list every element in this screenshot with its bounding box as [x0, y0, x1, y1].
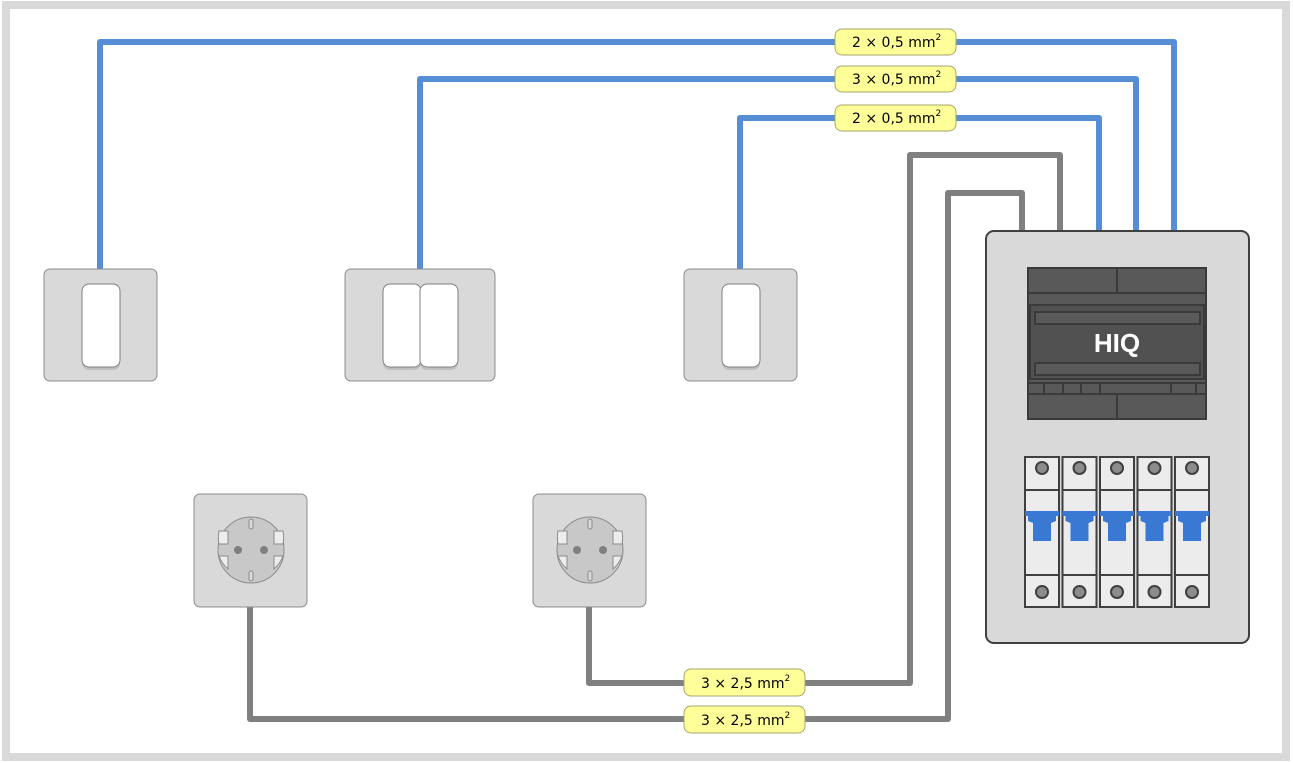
switch-rocker-right[interactable] — [419, 283, 459, 368]
socket-slot-top — [248, 518, 254, 530]
circuit-breaker[interactable] — [1099, 456, 1135, 608]
socket-1[interactable] — [193, 493, 308, 608]
cable-2-wire[interactable] — [417, 76, 1139, 271]
earth-clip-left-bottom — [218, 555, 229, 571]
cable-5-label-box — [683, 705, 806, 734]
breaker-screw-bottom — [1110, 585, 1124, 599]
socket-2[interactable] — [532, 493, 647, 608]
circuit-breaker[interactable] — [1024, 456, 1060, 608]
breaker-toggle[interactable] — [1025, 511, 1059, 541]
distribution-box[interactable]: HIQ — [985, 230, 1250, 644]
socket-pin-left — [234, 546, 242, 554]
cable-5-wire[interactable] — [247, 190, 1025, 722]
single-switch-1[interactable] — [43, 268, 158, 382]
cable-1-label: 2 × 0,5 mm2 — [834, 28, 957, 56]
breaker-toggle[interactable] — [1137, 511, 1172, 541]
cable-2-label-text: 3 × 0,5 mm2 — [852, 70, 941, 88]
cable-4-label: 3 × 2,5 mm2 — [683, 668, 806, 697]
earth-clip-right-bottom — [273, 555, 284, 571]
socket-slot-bottom — [587, 570, 593, 582]
circuit-breaker[interactable] — [1061, 456, 1098, 608]
single-switch-2[interactable] — [683, 268, 798, 382]
cable-5-label: 3 × 2,5 mm2 — [683, 705, 806, 734]
switch-rocker-left[interactable] — [382, 283, 422, 368]
breaker-screw-bottom — [1072, 585, 1087, 599]
socket-face — [556, 516, 624, 584]
cable-3-label: 2 × 0,5 mm2 — [834, 104, 957, 132]
breaker-toggle[interactable] — [1062, 511, 1097, 541]
breaker-screw-bottom — [1147, 585, 1162, 599]
breaker-toggle[interactable] — [1175, 511, 1209, 541]
cable-3-label-box — [834, 104, 957, 132]
power-wires — [247, 152, 1063, 722]
breaker-screw-top — [1110, 461, 1124, 475]
socket-pin-right — [260, 546, 268, 554]
socket-slot-top — [587, 518, 593, 530]
breaker-body — [1024, 456, 1060, 608]
cable-1-wire[interactable] — [97, 39, 1177, 271]
cable-3-label-text: 2 × 0,5 mm2 — [852, 109, 941, 127]
meter-bar-bottom — [1034, 362, 1201, 376]
cable-1-label-box — [834, 28, 957, 56]
breaker-screw-top — [1185, 461, 1199, 475]
socket-slot-bottom — [248, 570, 254, 582]
cable-1-label-text: 2 × 0,5 mm2 — [852, 33, 941, 51]
cable-2-label: 3 × 0,5 mm2 — [834, 65, 957, 93]
earth-clip-right-top — [612, 530, 624, 545]
breaker-toggle[interactable] — [1100, 511, 1134, 541]
breaker-screw-top — [1072, 461, 1087, 475]
cable-4-label-box — [683, 668, 806, 697]
cable-2-label-box — [834, 65, 957, 93]
earth-clip-right-bottom — [612, 555, 623, 571]
breaker-screw-top — [1035, 461, 1049, 475]
hiq-meter-module[interactable]: HIQ — [1027, 267, 1207, 420]
meter-bar-top — [1034, 311, 1201, 325]
cable-4-label-text: 3 × 2,5 mm2 — [701, 674, 790, 692]
meter-label: HIQ — [1094, 328, 1140, 358]
cable-4-wire[interactable] — [586, 152, 1063, 686]
circuit-breaker[interactable] — [1174, 456, 1210, 608]
socket-pin-right — [599, 546, 607, 554]
breaker-screw-top — [1147, 461, 1162, 475]
earth-clip-left-top — [556, 530, 568, 545]
switch-rocker[interactable] — [721, 283, 761, 368]
earth-clip-left-top — [217, 530, 229, 545]
breaker-screw-bottom — [1185, 585, 1199, 599]
socket-face — [217, 516, 285, 584]
earth-clip-left-bottom — [557, 555, 568, 571]
circuit-breakers — [1024, 456, 1210, 608]
double-switch[interactable] — [344, 268, 496, 382]
circuit-breaker[interactable] — [1136, 456, 1173, 608]
cable-5-label-text: 3 × 2,5 mm2 — [701, 711, 790, 729]
socket-pin-left — [573, 546, 581, 554]
switch-rocker[interactable] — [81, 283, 121, 368]
earth-clip-right-top — [273, 530, 285, 545]
breaker-screw-bottom — [1035, 585, 1049, 599]
